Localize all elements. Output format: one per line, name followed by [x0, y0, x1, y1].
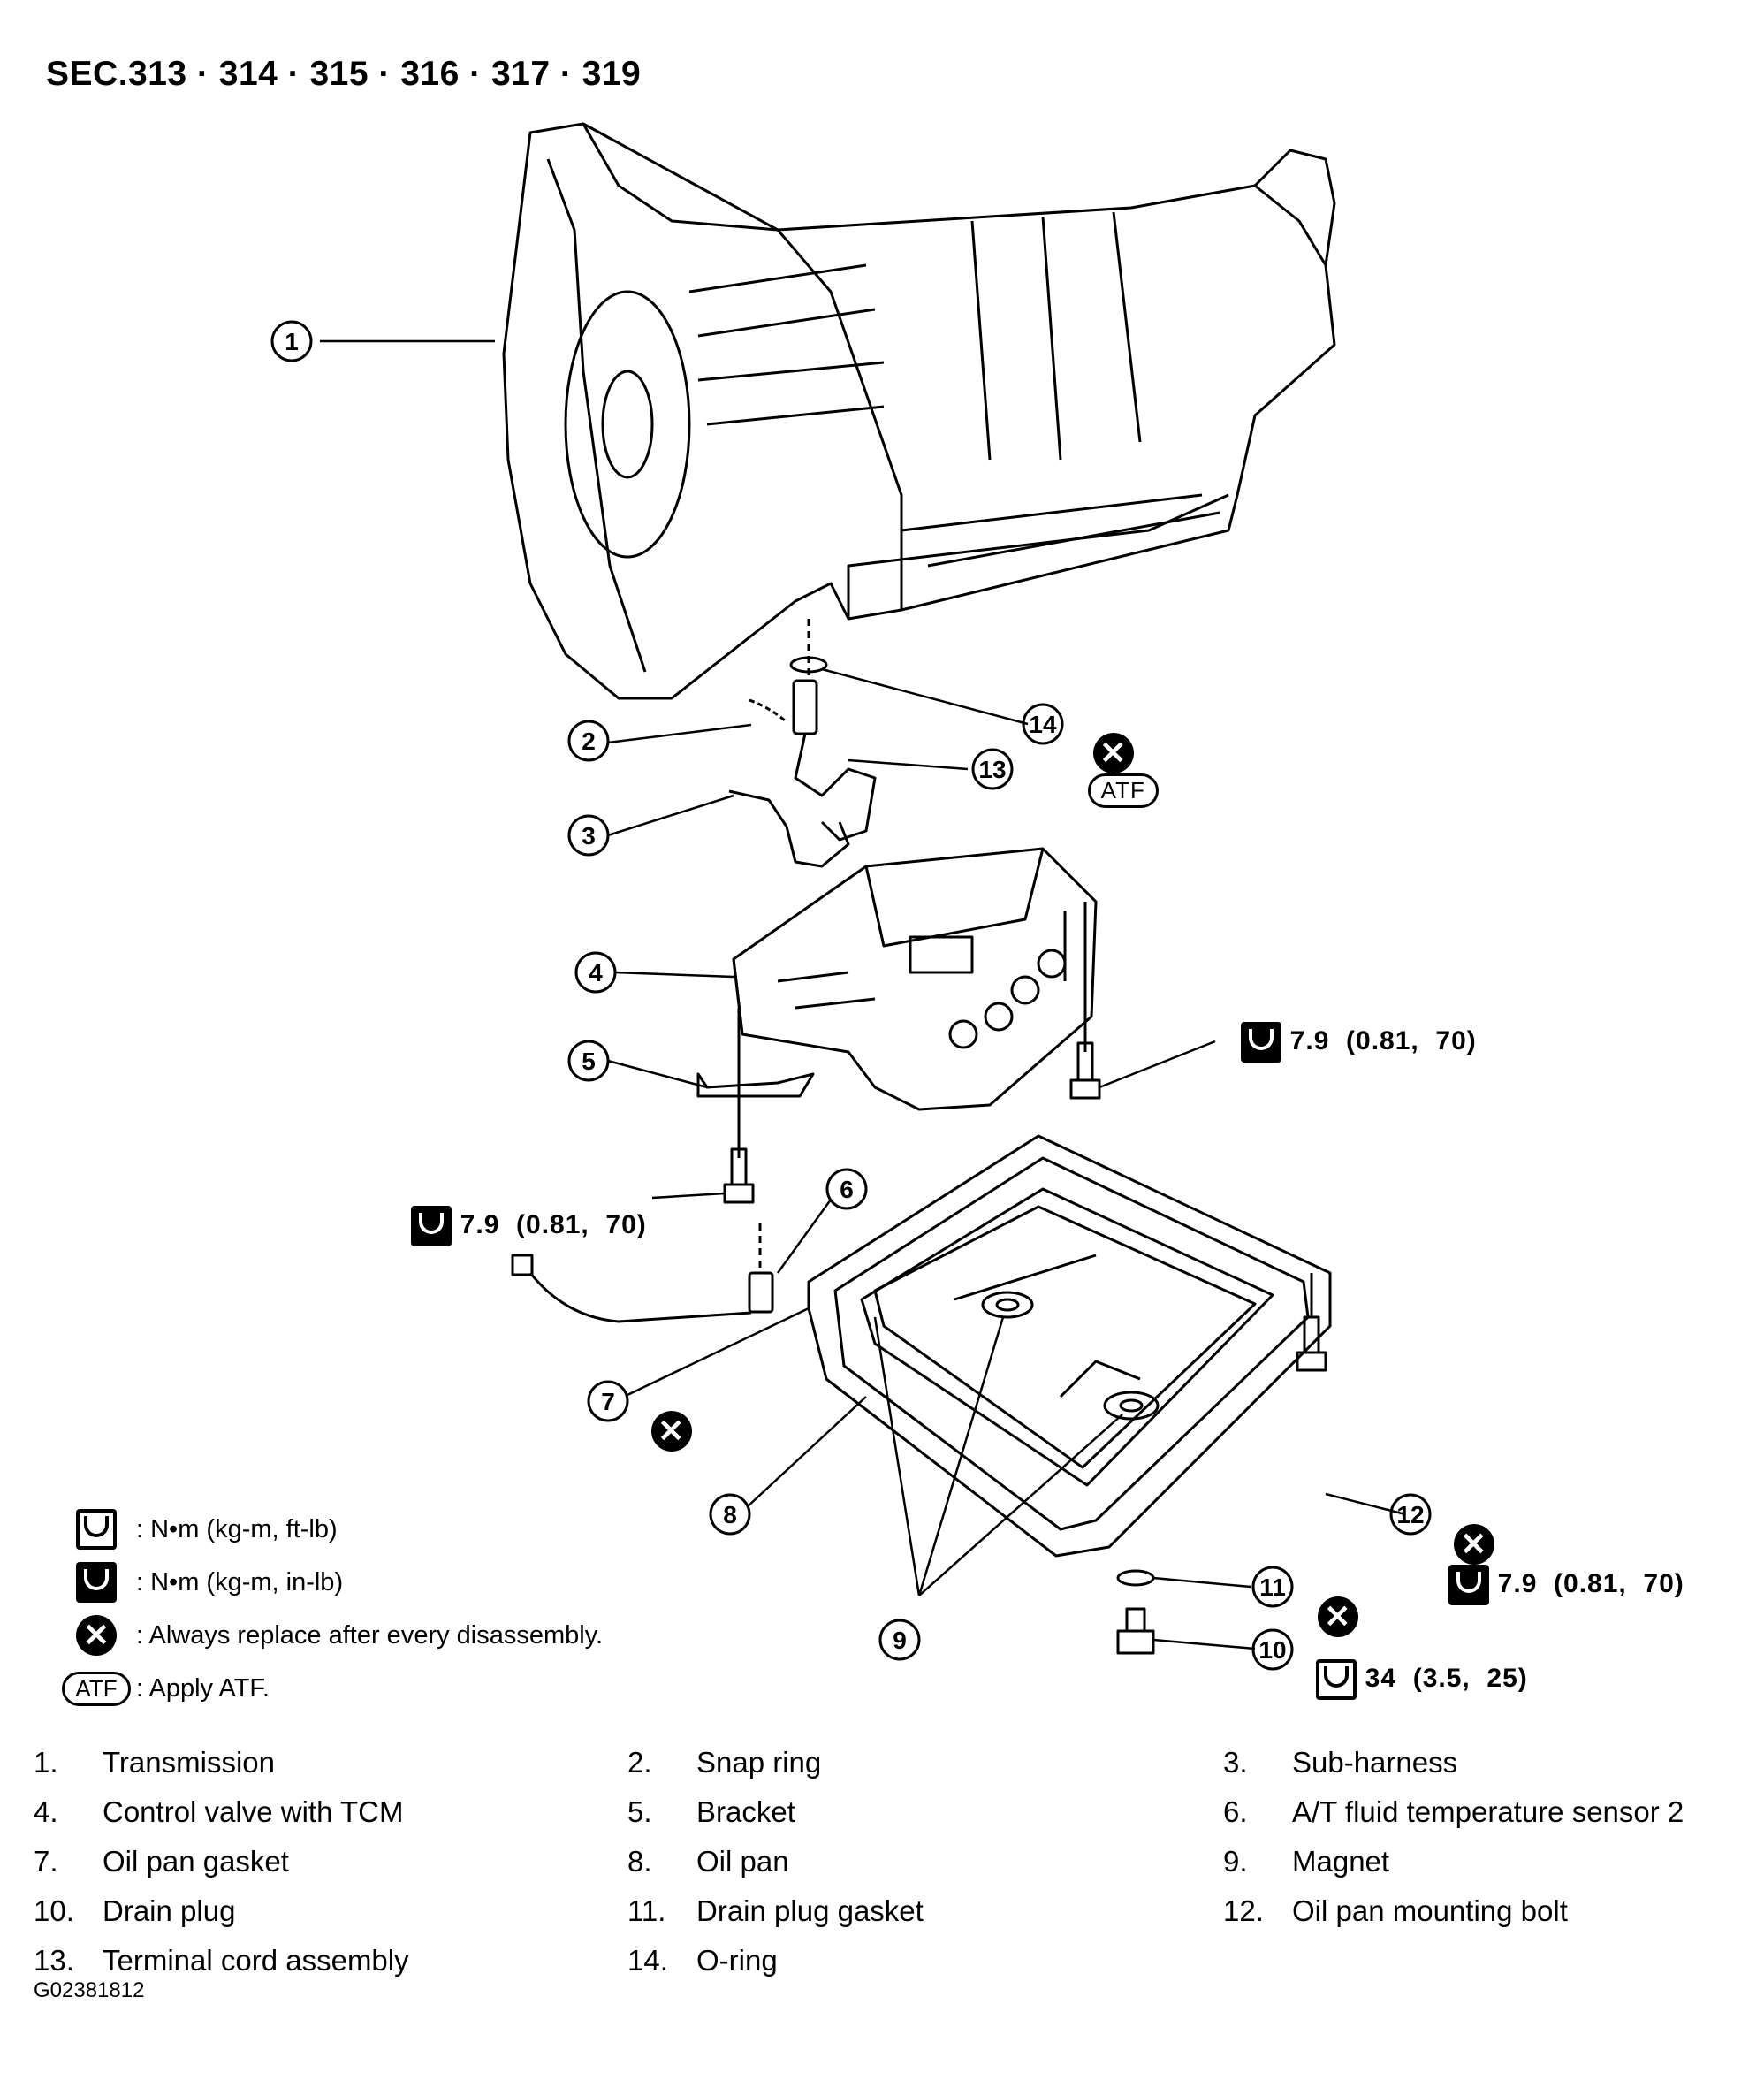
callout-12: 12: [1389, 1493, 1432, 1536]
svg-text:6: 6: [840, 1176, 854, 1203]
snap-ring-part: [749, 698, 786, 722]
legend-item: : N•m (kg-m, in-lb): [62, 1556, 698, 1609]
bolts: [723, 902, 1327, 1372]
legend-item: ATF : Apply ATF.: [62, 1662, 698, 1715]
callout-4: 4: [574, 951, 617, 994]
oil-pan-bolt-spec: ✕ 7.9 (0.81, 70): [1432, 1494, 1684, 1605]
o-ring-spec: ✕ ATF: [1071, 703, 1159, 808]
callout-1: 1: [270, 320, 313, 362]
part-item: 13.Terminal cord assembly: [34, 1944, 409, 1977]
section-title: SEC.313 · 314 · 315 · 316 · 317 · 319: [46, 55, 642, 93]
magnets: [981, 1291, 1160, 1421]
svg-text:12: 12: [1396, 1501, 1424, 1528]
part-item: 8.Oil pan: [627, 1845, 789, 1878]
gasket-replace-mark: ✕: [629, 1381, 697, 1452]
oil-pan-part: [807, 1134, 1332, 1558]
replace-icon: ✕: [1317, 1596, 1358, 1637]
drain-plug-spec: 34 (3.5, 25): [1299, 1629, 1528, 1700]
svg-text:8: 8: [723, 1501, 737, 1528]
bracket-part: [696, 1072, 815, 1098]
part-item: 14.O-ring: [627, 1944, 778, 1977]
svg-text:5: 5: [582, 1048, 596, 1075]
replace-icon: ✕: [650, 1411, 692, 1452]
part-item: 9.Magnet: [1223, 1845, 1390, 1878]
svg-text:11: 11: [1259, 1574, 1286, 1601]
svg-text:4: 4: [589, 959, 603, 987]
part-item: 12.Oil pan mounting bolt: [1223, 1894, 1568, 1927]
part-item: 10.Drain plug: [34, 1894, 236, 1927]
callout-11: 11: [1251, 1566, 1294, 1608]
svg-text:2: 2: [582, 728, 596, 755]
terminal-cord-part: [792, 679, 877, 842]
o-ring-part: [789, 656, 828, 674]
legend-item: ✕ : Always replace after every disassemb…: [62, 1609, 698, 1662]
replace-icon: ✕: [1453, 1524, 1494, 1565]
atf-icon: ATF: [62, 1671, 131, 1706]
callout-3: 3: [567, 814, 610, 857]
svg-text:3: 3: [582, 822, 596, 850]
part-item: 7.Oil pan gasket: [34, 1845, 289, 1878]
legend-item: : N•m (kg-m, ft-lb): [62, 1503, 698, 1556]
atf-badge: ATF: [1087, 773, 1159, 808]
callout-6: 6: [825, 1168, 868, 1210]
callout-14: 14: [1022, 703, 1064, 745]
callout-9: 9: [878, 1619, 921, 1661]
part-item: 2.Snap ring: [627, 1746, 822, 1779]
callout-5: 5: [567, 1040, 610, 1082]
torque-ft-lb-icon: [1315, 1659, 1357, 1700]
torque-in-lb-icon: [410, 1206, 452, 1246]
torque-in-lb-icon: [1448, 1565, 1489, 1605]
drain-gasket-part: [1116, 1569, 1155, 1587]
bracket-bolt-spec: 7.9 (0.81, 70): [394, 1176, 647, 1246]
torque-ft-lb-icon: [76, 1509, 117, 1550]
callout-7: 7: [587, 1380, 629, 1422]
sub-harness-part: [728, 789, 850, 868]
figure-id: G02381812: [34, 1978, 145, 2002]
parts-list: 1.Transmission 2.Snap ring 3.Sub-harness…: [34, 1746, 1739, 1993]
svg-text:14: 14: [1029, 711, 1057, 738]
svg-text:13: 13: [978, 756, 1006, 783]
svg-text:1: 1: [285, 328, 299, 355]
drain-plug-part: [1116, 1607, 1155, 1655]
torque-in-lb-icon: [76, 1562, 117, 1603]
control-valve-part: [732, 847, 1098, 1111]
torque-in-lb-icon: [1240, 1022, 1281, 1063]
part-item: 4.Control valve with TCM: [34, 1795, 404, 1828]
svg-text:10: 10: [1258, 1636, 1286, 1664]
svg-text:7: 7: [601, 1388, 615, 1415]
replace-icon: ✕: [1092, 733, 1134, 773]
callout-2: 2: [567, 720, 610, 762]
svg-text:9: 9: [893, 1627, 907, 1654]
legend: : N•m (kg-m, ft-lb) : N•m (kg-m, in-lb) …: [62, 1503, 698, 1715]
transmission-case: [502, 122, 1336, 700]
leader-lines: [320, 339, 1406, 1650]
drain-gasket-replace-mark: ✕: [1296, 1566, 1364, 1637]
callout-10: 10: [1251, 1628, 1294, 1671]
control-valve-bolt-spec: 7.9 (0.81, 70): [1224, 992, 1477, 1063]
part-item: 3.Sub-harness: [1223, 1746, 1458, 1779]
part-item: 1.Transmission: [34, 1746, 275, 1779]
part-item: 6.A/T fluid temperature sensor 2: [1223, 1795, 1684, 1828]
part-item: 5.Bracket: [627, 1795, 795, 1828]
callout-8: 8: [709, 1493, 751, 1536]
replace-icon: ✕: [76, 1615, 117, 1656]
callout-13: 13: [971, 748, 1014, 790]
temperature-sensor-part: [511, 1223, 774, 1323]
part-item: 11.Drain plug gasket: [627, 1894, 924, 1927]
